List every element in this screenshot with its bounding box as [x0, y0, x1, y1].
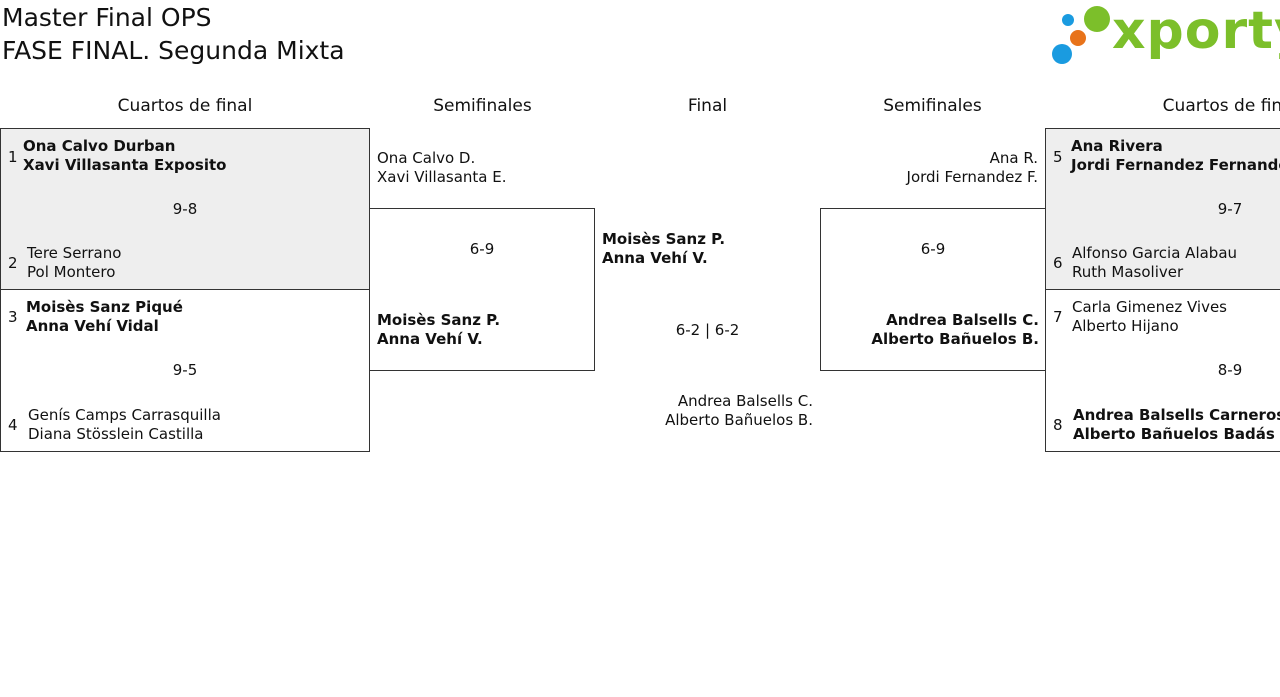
seed-4: 4 [8, 416, 18, 434]
xporty-logo: xporty [1052, 1, 1280, 68]
semi-left-team-b-player-1: Moisès Sanz P. [377, 311, 501, 329]
semi-left-team-a-player-1: Ona Calvo D. [377, 149, 476, 167]
quarter-match-1[interactable]: 1 Ona Calvo Durban Xavi Villasanta Expos… [0, 128, 370, 290]
team-1-player-1: Ona Calvo Durban [23, 137, 176, 155]
header-left-quarters: Cuartos de final [117, 96, 253, 116]
team-3-player-2: Anna Vehí Vidal [26, 317, 159, 335]
team-7-player-2: Alberto Hijano [1072, 317, 1179, 335]
final-team-a-player-1: Moisès Sanz P. [602, 230, 726, 248]
seed-8: 8 [1053, 416, 1063, 434]
semi-match-left[interactable]: 6-9 Moisès Sanz P. Anna Vehí V. [369, 208, 595, 371]
header-final: Final [687, 96, 728, 116]
quarter-match-4[interactable]: 7 Carla Gimenez Vives Alberto Hijano 8-9… [1045, 289, 1280, 452]
quarter-match-2[interactable]: 3 Moisès Sanz Piqué Anna Vehí Vidal 9-5 … [0, 289, 370, 452]
header-right-semis: Semifinales [883, 96, 982, 116]
team-5-player-2: Jordi Fernandez Fernandez [1071, 156, 1280, 174]
quarter-3-score: 9-7 [1217, 200, 1243, 218]
final-score: 6-2 | 6-2 [675, 321, 740, 339]
team-3-player-1: Moisès Sanz Piqué [26, 298, 183, 316]
team-1-player-2: Xavi Villasanta Exposito [23, 156, 227, 174]
page-title: Master Final OPS [2, 3, 212, 32]
semi-left-team-b-player-2: Anna Vehí V. [377, 330, 483, 348]
logo-dot-orange [1070, 30, 1086, 46]
semi-right-team-a-player-1: Ana R. [989, 149, 1038, 167]
semi-match-right[interactable]: 6-9 Andrea Balsells C. Alberto Bañuelos … [820, 208, 1046, 371]
quarter-4-score: 8-9 [1217, 361, 1243, 379]
final-team-b-player-1: Andrea Balsells C. [677, 392, 813, 410]
seed-1: 1 [8, 148, 18, 166]
logo-dot-blue-small [1062, 14, 1074, 26]
semi-left-team-a-player-2: Xavi Villasanta E. [377, 168, 507, 186]
header-left-semis: Semifinales [433, 96, 532, 116]
seed-2: 2 [8, 254, 18, 272]
team-7-player-1: Carla Gimenez Vives [1072, 298, 1227, 316]
semi-right-team-b-player-2: Alberto Bañuelos B. [871, 330, 1039, 348]
logo-text: xporty [1112, 1, 1280, 61]
team-8-player-1: Andrea Balsells Carneros [1073, 406, 1280, 424]
page-subtitle: FASE FINAL. Segunda Mixta [2, 36, 345, 65]
semi-right-team-a-player-2: Jordi Fernandez F. [906, 168, 1038, 186]
semi-left-score: 6-9 [469, 240, 495, 258]
seed-6: 6 [1053, 254, 1063, 272]
team-5-player-1: Ana Rivera [1071, 137, 1163, 155]
final-team-a-player-2: Anna Vehí V. [602, 249, 708, 267]
team-8-player-2: Alberto Bañuelos Badás [1073, 425, 1275, 443]
team-6-player-1: Alfonso Garcia Alabau [1072, 244, 1238, 262]
semi-right-score: 6-9 [920, 240, 946, 258]
semi-right-team-b-player-1: Andrea Balsells C. [886, 311, 1039, 329]
team-4-player-1: Genís Camps Carrasquilla [28, 406, 221, 424]
logo-dot-green [1084, 6, 1110, 32]
team-6-player-2: Ruth Masoliver [1072, 263, 1184, 281]
header-right-quarters: Cuartos de final [1162, 96, 1280, 116]
logo-dot-blue [1052, 44, 1072, 64]
final-team-b-player-2: Alberto Bañuelos B. [665, 411, 813, 429]
seed-5: 5 [1053, 148, 1063, 166]
seed-3: 3 [8, 308, 18, 326]
team-4-player-2: Diana Stösslein Castilla [28, 425, 204, 443]
seed-7: 7 [1053, 308, 1063, 326]
quarter-2-score: 9-5 [172, 361, 198, 379]
quarter-match-3[interactable]: 5 Ana Rivera Jordi Fernandez Fernandez 9… [1045, 128, 1280, 290]
team-2-player-1: Tere Serrano [27, 244, 122, 262]
quarter-1-score: 9-8 [172, 200, 198, 218]
team-2-player-2: Pol Montero [27, 263, 116, 281]
